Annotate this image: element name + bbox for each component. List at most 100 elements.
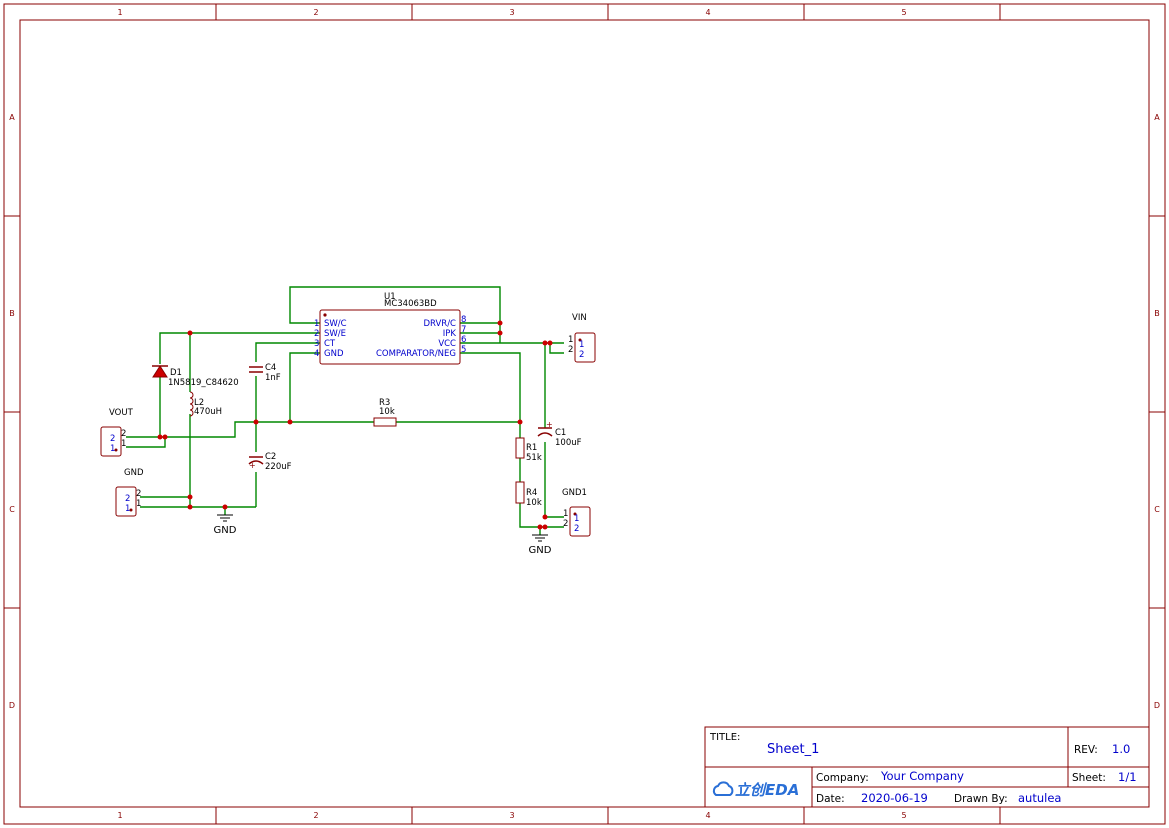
row-label-left-b: B <box>9 309 15 318</box>
vin-pin2-num: 2 <box>568 345 573 355</box>
title-block: TITLE: Sheet_1 REV: 1.0 Company: Your Co… <box>704 726 1150 808</box>
gnd-conn-ref: GND <box>124 468 144 478</box>
capacitor-c4[interactable]: C4 1nF <box>249 363 281 383</box>
cloud-icon <box>712 781 734 796</box>
resistor-r4[interactable]: R4 10k <box>515 481 542 508</box>
gnd1-conn-ref: GND1 <box>562 488 587 498</box>
u1-pin5-name: COMPARATOR/NEG <box>376 349 456 359</box>
u1-pin6-num: 6 <box>461 335 466 345</box>
lceda-logo: 立创EDA <box>712 781 799 799</box>
c1-ref: C1 <box>555 428 566 438</box>
u1-pin8-name: DRVR/C <box>423 319 456 329</box>
u1-pin1-num: 1 <box>314 319 319 329</box>
col-label-bottom-5: 5 <box>901 811 906 820</box>
inductor-l2[interactable]: L2 470uH <box>189 391 222 417</box>
row-label-left-c: C <box>9 505 15 514</box>
vin-pin1-num: 1 <box>568 335 573 345</box>
u1-pin4-num: 4 <box>314 349 319 359</box>
ground-symbol-left: GND <box>214 514 237 536</box>
date-label: Date: <box>816 793 845 805</box>
drawn-by-value: autulea <box>1018 791 1061 805</box>
connector-vin[interactable]: VIN 1 2 1 2 <box>568 313 596 363</box>
title-label: TITLE: <box>709 732 740 743</box>
gnd1-conn-pin1-num: 1 <box>563 509 568 519</box>
rev-value: 1.0 <box>1112 742 1130 756</box>
col-label-top-3: 3 <box>509 8 514 17</box>
sheet-border: 1 2 3 4 5 1 2 3 4 5 A B C D A B C D <box>3 3 1166 825</box>
u1-pin2-num: 2 <box>314 329 319 339</box>
u1-pin6-name: VCC <box>438 339 456 349</box>
r4-value: 10k <box>526 498 542 508</box>
c2-ref: C2 <box>265 452 276 462</box>
ground-symbol-right: GND <box>529 534 552 556</box>
date-value: 2020-06-19 <box>861 791 928 805</box>
connector-gnd[interactable]: GND 2 1 2 1 <box>115 468 144 517</box>
u1-pin4-name: GND <box>324 349 344 359</box>
col-label-top-4: 4 <box>705 8 710 17</box>
d1-ref: D1 <box>170 368 182 378</box>
col-label-top-5: 5 <box>901 8 906 17</box>
vout-pin1-name: 1 <box>110 444 115 454</box>
u1-pin5-num: 5 <box>461 345 466 355</box>
gnd-conn-pin1-name: 1 <box>125 504 130 514</box>
wires <box>126 286 564 535</box>
c2-plus-icon: + <box>249 461 256 470</box>
gnd1-conn-pin2-name: 2 <box>574 524 579 534</box>
connector-vout[interactable]: VOUT 2 1 2 1 <box>100 408 134 457</box>
u1-pin2-name: SW/E <box>324 329 346 339</box>
rev-label: REV: <box>1074 744 1098 756</box>
u1-pin8-num: 8 <box>461 315 466 325</box>
u1-pin7-name: IPK <box>443 329 457 339</box>
drawn-by-label: Drawn By: <box>954 793 1008 805</box>
u1-pin3-name: CT <box>324 339 336 349</box>
vin-pin2-name: 2 <box>579 350 584 360</box>
r1-value: 51k <box>526 453 542 463</box>
r3-ref: R3 <box>379 398 390 408</box>
row-label-right-a: A <box>1154 113 1160 122</box>
gnd-conn-pin2-num: 2 <box>136 489 141 499</box>
u1-value: MC34063BD <box>384 299 437 309</box>
row-label-left-a: A <box>9 113 15 122</box>
company-label: Company: <box>816 772 869 784</box>
d1-value: 1N5819_C84620 <box>168 378 239 388</box>
row-label-right-c: C <box>1154 505 1160 514</box>
gnd-conn-pin1-num: 1 <box>136 499 141 509</box>
resistor-r3[interactable]: R3 10k <box>373 398 397 427</box>
c1-value: 100uF <box>555 438 582 448</box>
gnd1-conn-pin1-name: 1 <box>574 514 579 524</box>
capacitor-c2[interactable]: + C2 220uF <box>248 452 292 472</box>
c1-plus-icon: + <box>546 420 553 429</box>
r3-value: 10k <box>379 407 395 417</box>
connector-gnd1[interactable]: GND1 1 2 1 2 <box>562 488 591 537</box>
u1-ref: U1 <box>384 292 396 302</box>
sheet-value: 1/1 <box>1118 770 1137 784</box>
r4-ref: R4 <box>526 488 537 498</box>
resistor-r1[interactable]: R1 51k <box>515 437 542 463</box>
c2-value: 220uF <box>265 462 292 472</box>
gnd-conn-pin2-name: 2 <box>125 494 130 504</box>
col-label-bottom-3: 3 <box>509 811 514 820</box>
vout-pin2-num: 2 <box>121 429 126 439</box>
vin-ref: VIN <box>572 313 587 323</box>
col-label-top-1: 1 <box>117 8 122 17</box>
c4-ref: C4 <box>265 363 276 373</box>
sheet-title: Sheet_1 <box>767 742 819 757</box>
vout-pin1-num: 1 <box>121 439 126 449</box>
u1-pin1-name: SW/C <box>324 319 347 329</box>
c4-value: 1nF <box>265 373 281 383</box>
company-value: Your Company <box>880 769 964 783</box>
l2-value: 470uH <box>194 407 222 417</box>
diode-d1[interactable]: D1 1N5819_C84620 <box>152 365 239 388</box>
logo-text: 立创EDA <box>735 781 799 799</box>
ic-u1[interactable]: U1 MC34063BD 1 2 3 4 SW/C SW/E CT GND 8 … <box>314 292 466 365</box>
row-label-right-d: D <box>1154 701 1160 710</box>
capacitor-c1[interactable]: + C1 100uF <box>537 420 582 448</box>
sheet-label: Sheet: <box>1072 772 1106 784</box>
vout-pin2-name: 2 <box>110 434 115 444</box>
ground-label-left: GND <box>214 525 237 536</box>
u1-pin7-num: 7 <box>461 325 466 335</box>
row-label-right-b: B <box>1154 309 1160 318</box>
col-label-bottom-4: 4 <box>705 811 710 820</box>
col-label-bottom-1: 1 <box>117 811 122 820</box>
